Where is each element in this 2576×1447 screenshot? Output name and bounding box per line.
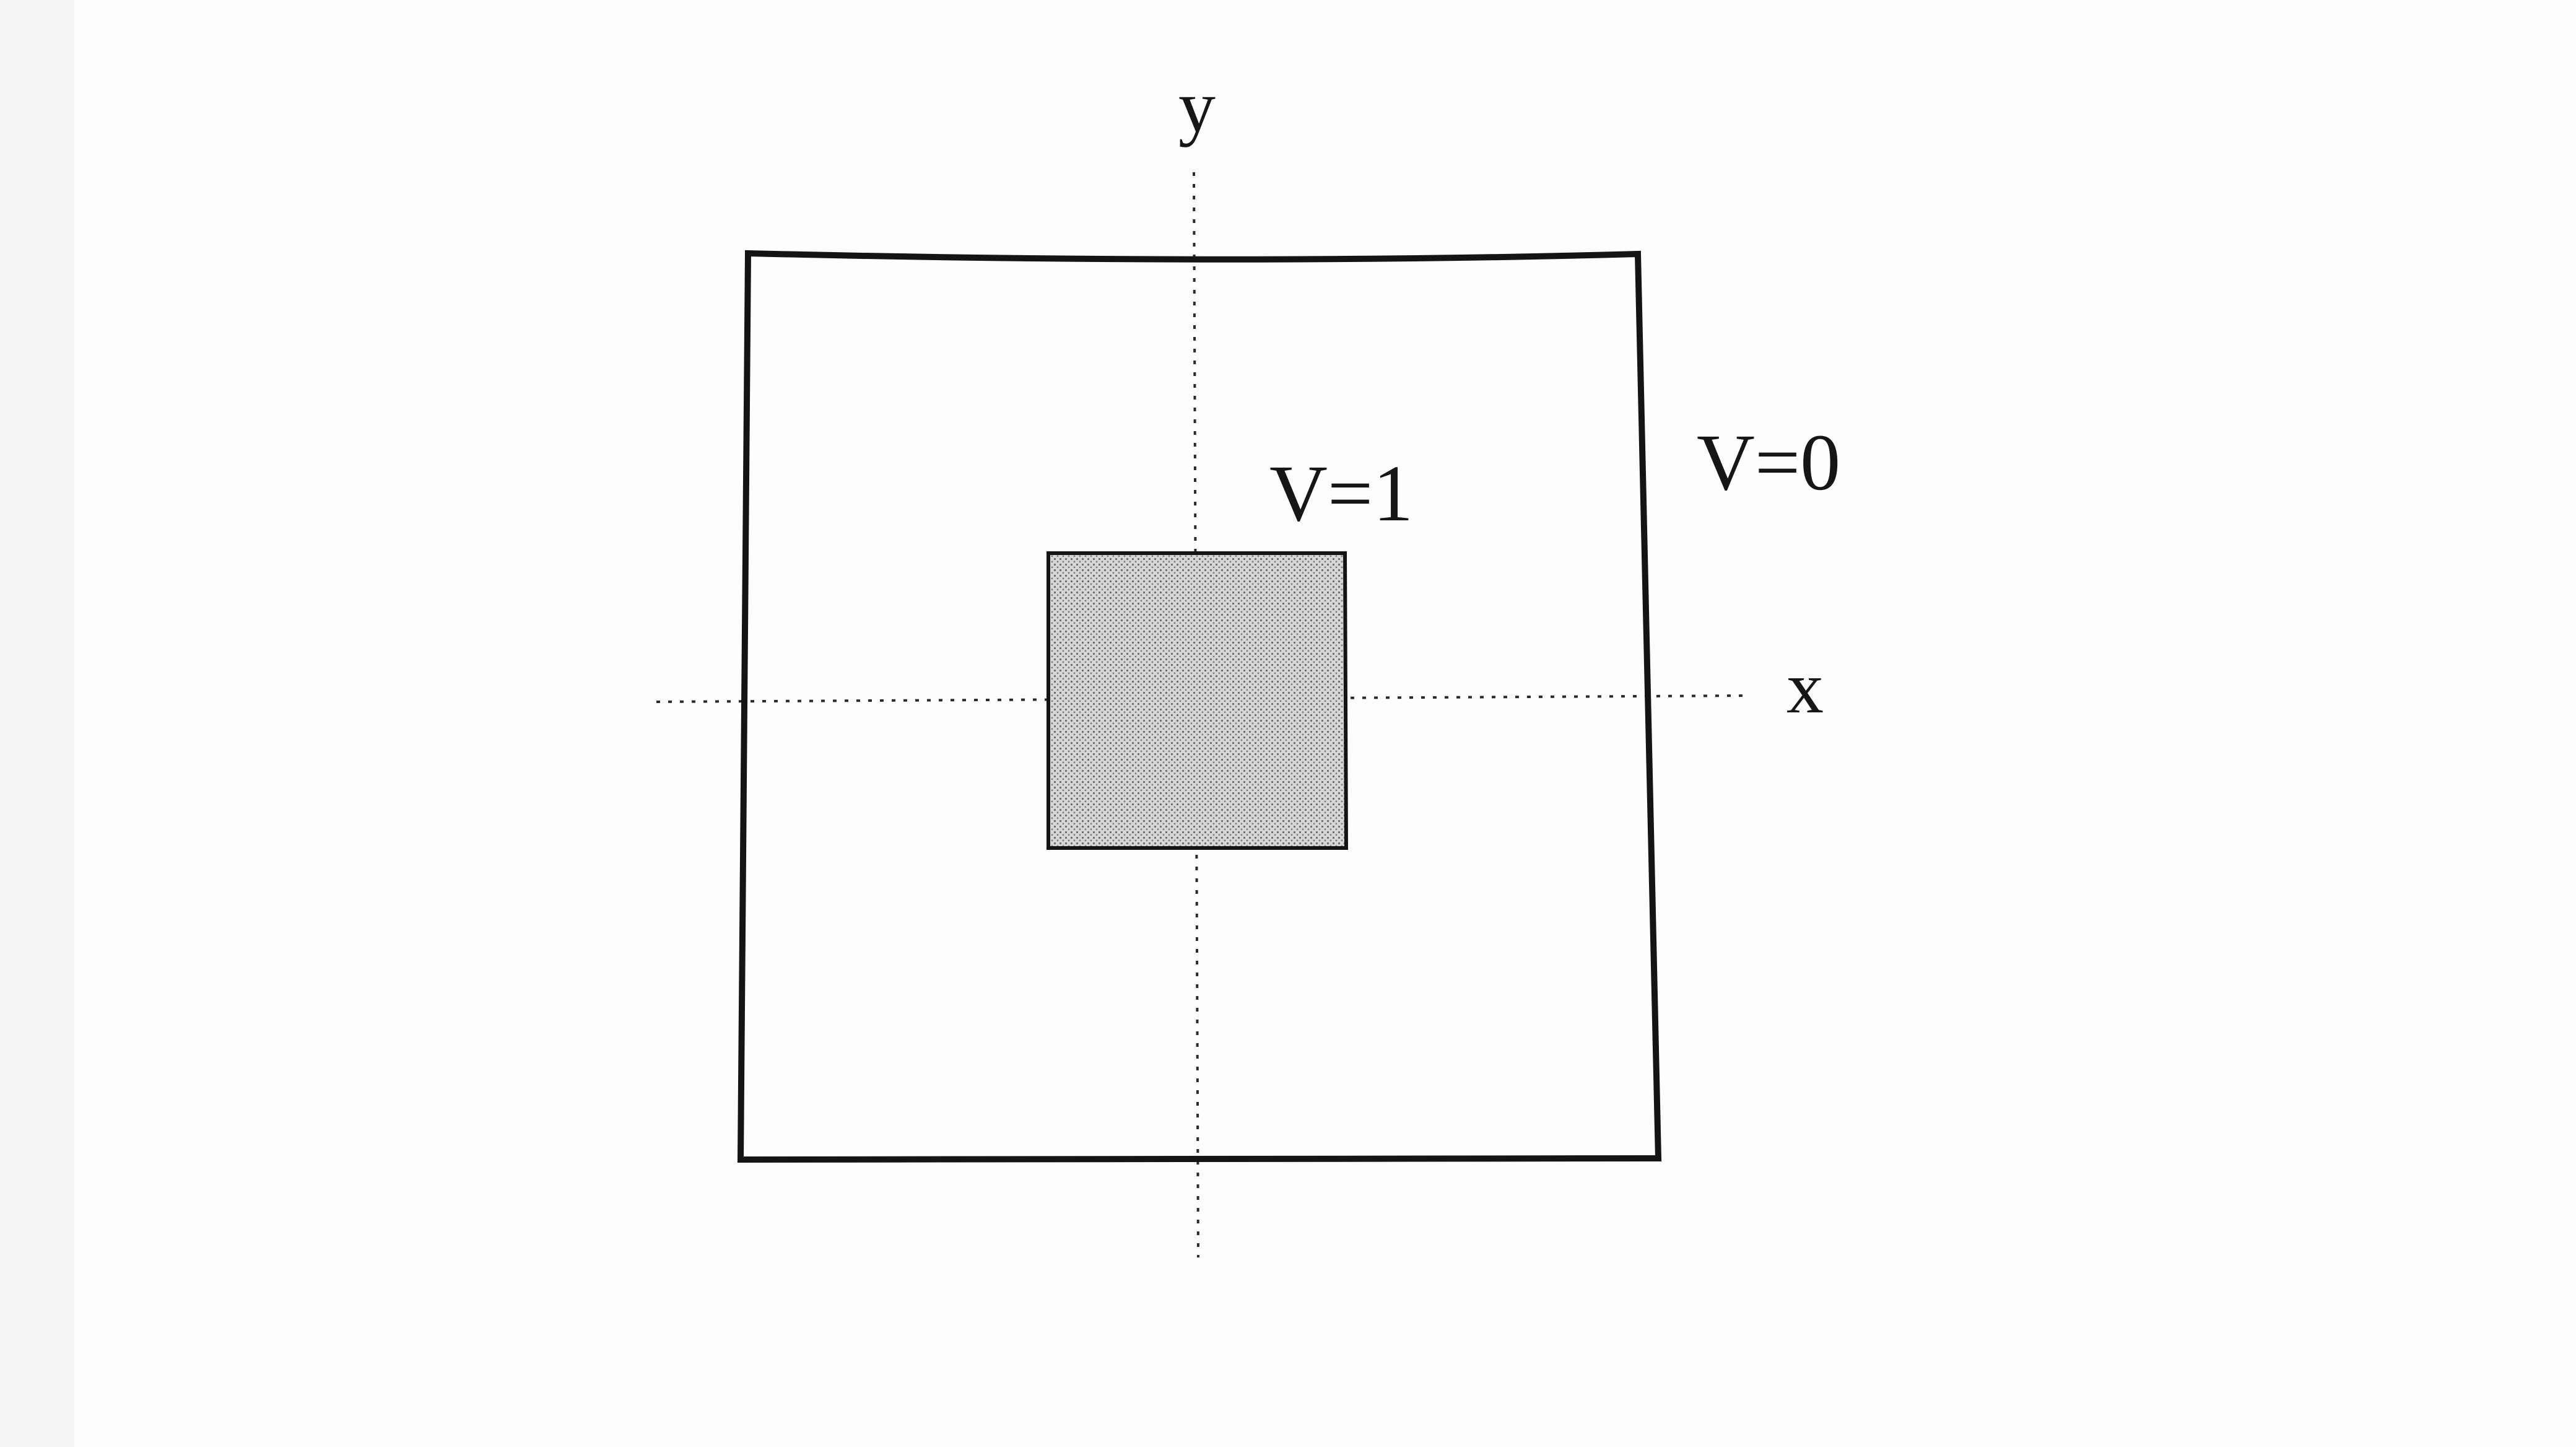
x-axis-line [656,694,1747,703]
inner-region-label: V=1 [1269,449,1413,538]
paper-edge-shading [0,0,74,1447]
outer-region-label: V=0 [1697,418,1840,507]
y-axis-label: y [1178,65,1216,147]
outer-boundary-square [737,250,1662,1163]
inner-shaded-square [1046,551,1349,850]
x-axis-label: x [1786,646,1824,728]
